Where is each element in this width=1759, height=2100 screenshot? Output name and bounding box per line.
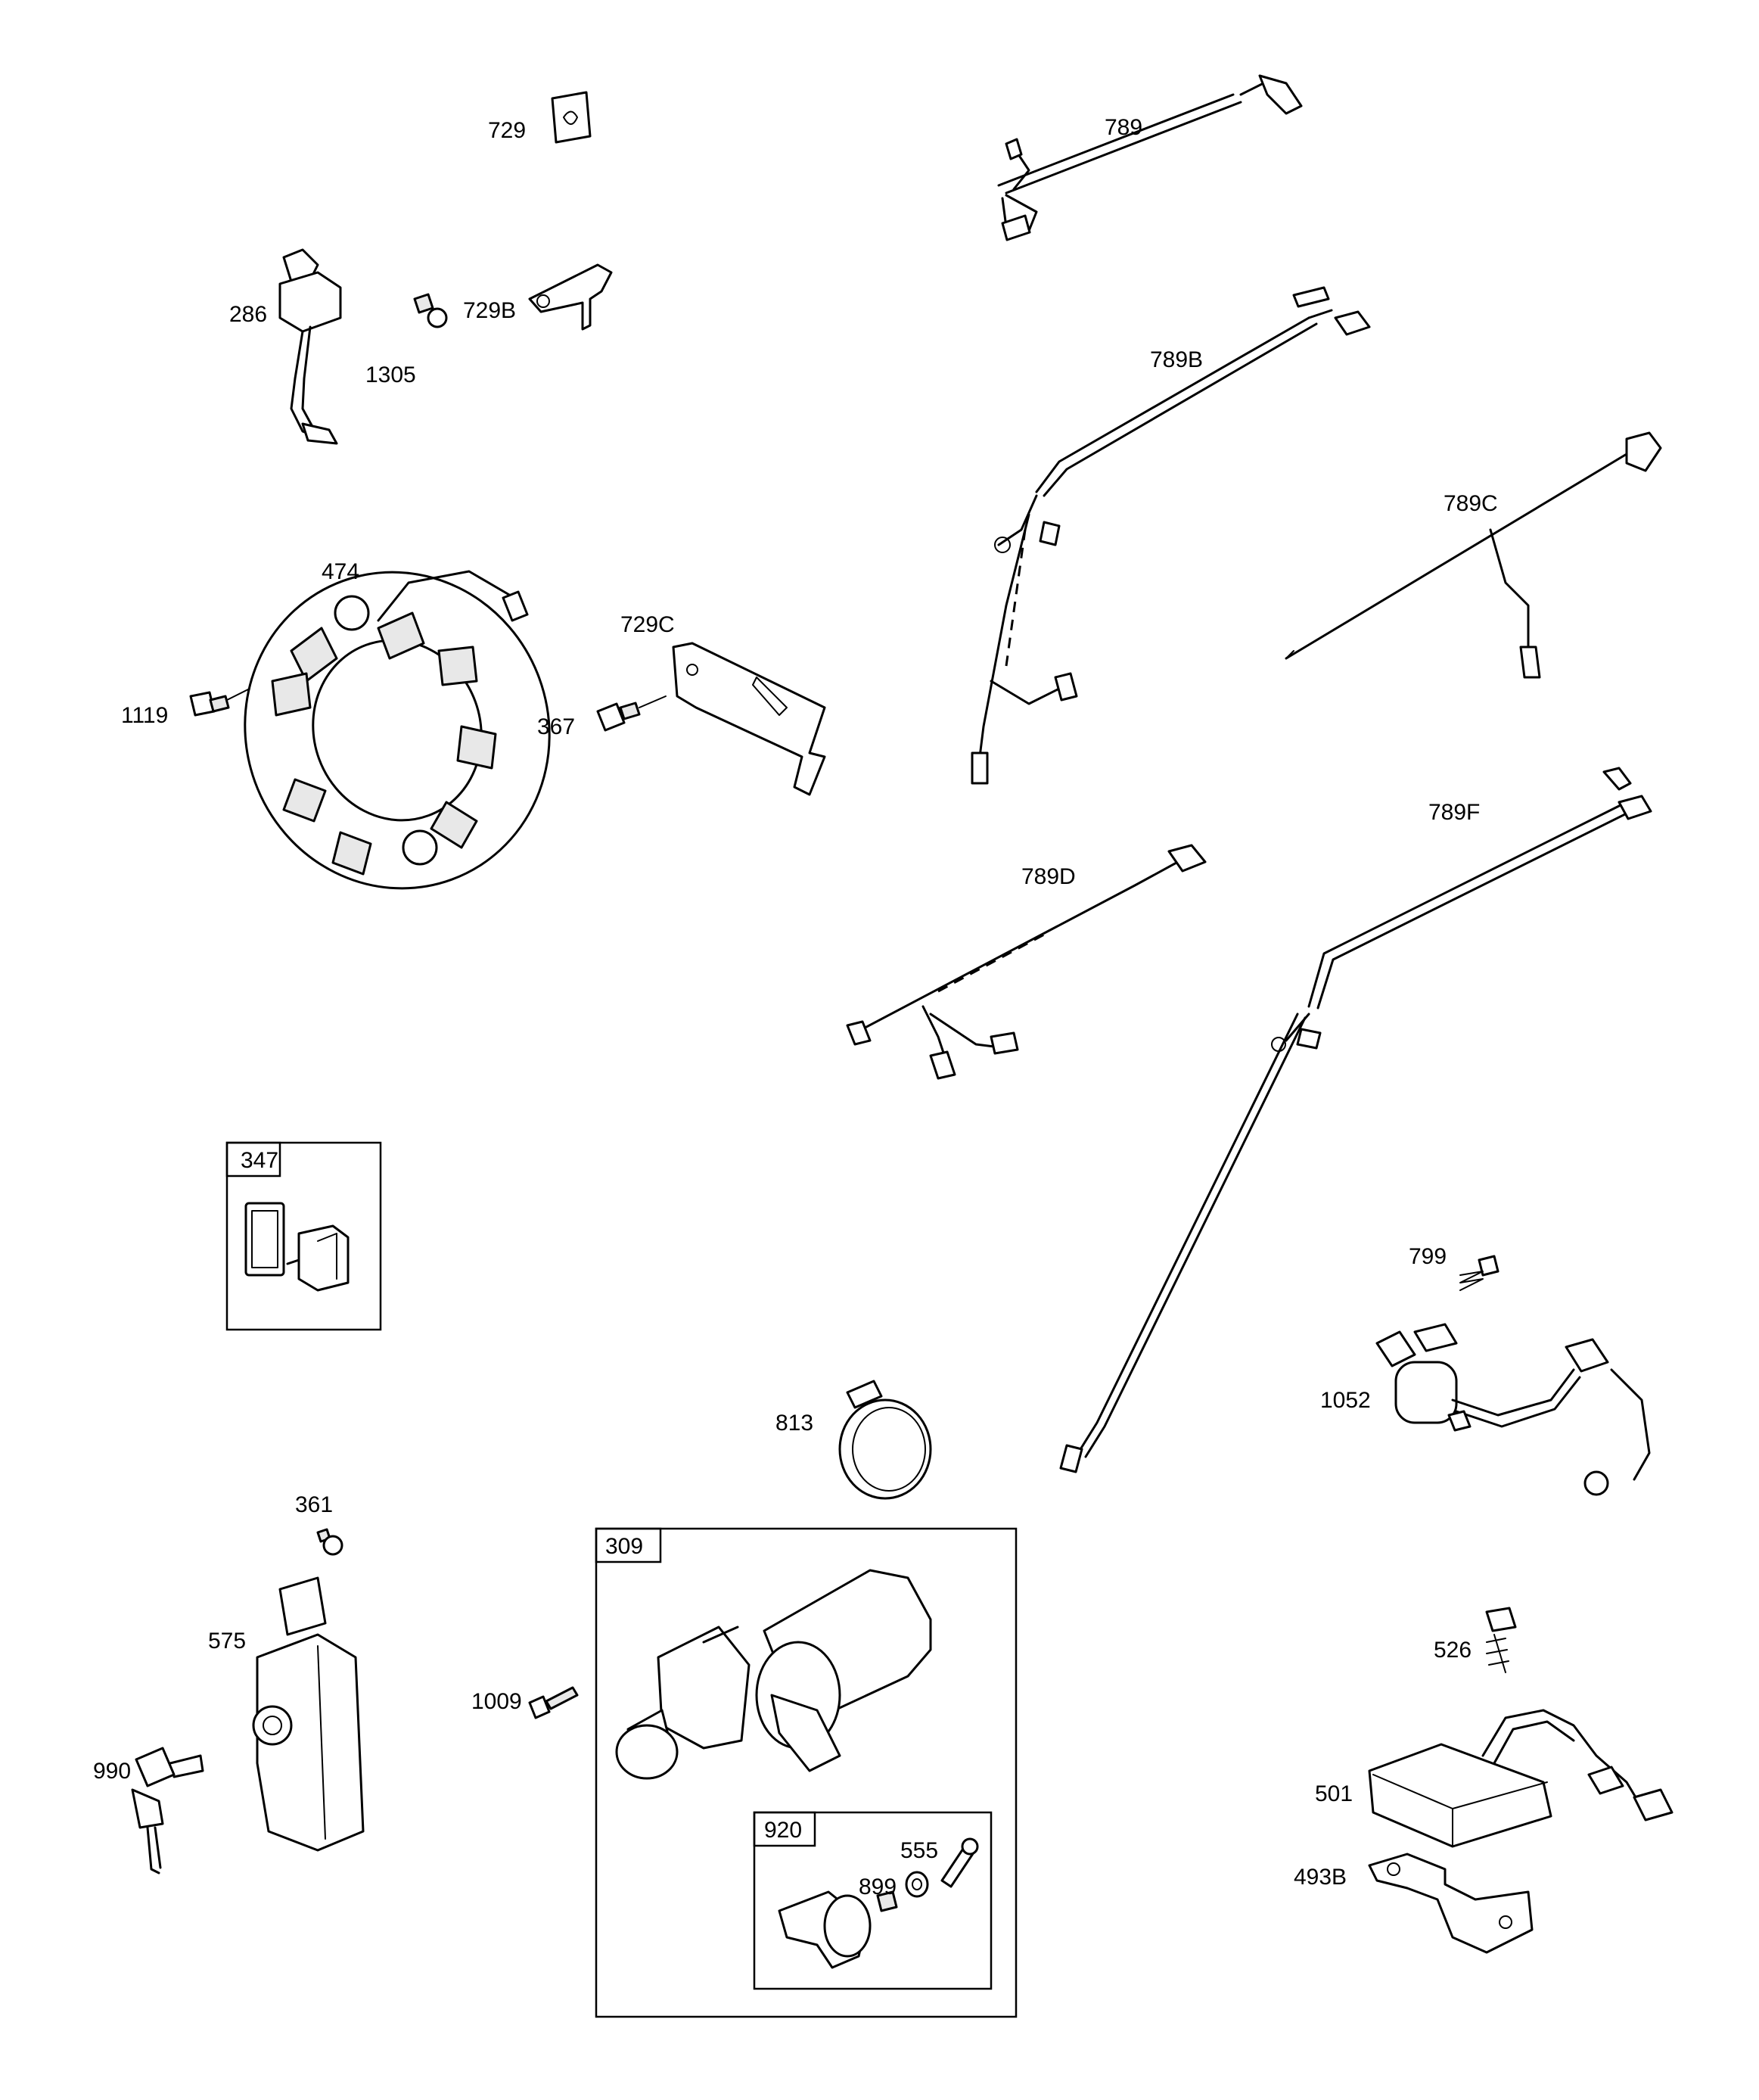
- label-789: 789: [1105, 115, 1142, 140]
- label-729b: 729B: [463, 298, 516, 323]
- label-990: 990: [93, 1759, 131, 1784]
- label-1052: 1052: [1320, 1388, 1371, 1413]
- label-309: 309: [605, 1534, 643, 1559]
- part-920-box: [753, 1811, 993, 1990]
- part-1119-screw: [189, 688, 250, 717]
- label-899: 899: [859, 1874, 897, 1899]
- part-309-box: [595, 1527, 1018, 2018]
- label-813: 813: [775, 1411, 813, 1436]
- label-799: 799: [1409, 1244, 1447, 1269]
- part-367-screw: [596, 695, 667, 732]
- part-347-box: [225, 1141, 382, 1331]
- part-526-screw: [1485, 1607, 1517, 1673]
- part-1009-bolt: [528, 1686, 579, 1719]
- label-1305: 1305: [365, 362, 416, 387]
- part-899-washer: [905, 1871, 929, 1898]
- part-286-module: [278, 248, 342, 445]
- label-474: 474: [322, 559, 359, 584]
- part-493b-bracket: [1368, 1853, 1534, 1954]
- part-789d-harness: [846, 844, 1207, 1080]
- label-493b: 493B: [1294, 1865, 1347, 1890]
- label-526: 526: [1434, 1638, 1472, 1663]
- label-1009: 1009: [471, 1689, 522, 1714]
- part-789b-harness: [971, 286, 1371, 785]
- part-1052-assembly: [1375, 1323, 1651, 1496]
- label-555: 555: [900, 1838, 938, 1863]
- part-729-clip: [551, 91, 592, 144]
- label-575: 575: [208, 1629, 246, 1654]
- part-789c-harness: [1285, 431, 1662, 679]
- part-361-screw: [316, 1528, 343, 1556]
- part-990-keys: [131, 1747, 204, 1874]
- label-367: 367: [537, 714, 575, 739]
- part-813-clamp: [838, 1380, 932, 1500]
- part-729c-bracket: [672, 642, 826, 796]
- part-789f-harness: [1059, 767, 1652, 1473]
- part-575-box: [252, 1576, 365, 1852]
- label-789d: 789D: [1021, 864, 1076, 889]
- label-920: 920: [764, 1818, 802, 1843]
- label-789f: 789F: [1428, 800, 1480, 825]
- part-729b-bracket: [528, 263, 613, 331]
- label-729: 729: [488, 118, 526, 143]
- label-789b: 789B: [1150, 347, 1203, 372]
- part-474-stator: [244, 570, 551, 890]
- part-501-regulator: [1368, 1709, 1674, 1848]
- label-501: 501: [1315, 1781, 1353, 1806]
- label-286: 286: [229, 302, 267, 327]
- label-361: 361: [295, 1492, 333, 1517]
- part-1305-screw: [413, 293, 448, 328]
- part-555-bolt: [940, 1837, 979, 1888]
- label-789c: 789C: [1444, 491, 1498, 516]
- label-1119: 1119: [121, 703, 168, 728]
- label-729c: 729C: [620, 612, 675, 637]
- part-789-harness: [997, 74, 1303, 241]
- part-799-screw: [1459, 1255, 1500, 1291]
- label-347: 347: [241, 1148, 278, 1173]
